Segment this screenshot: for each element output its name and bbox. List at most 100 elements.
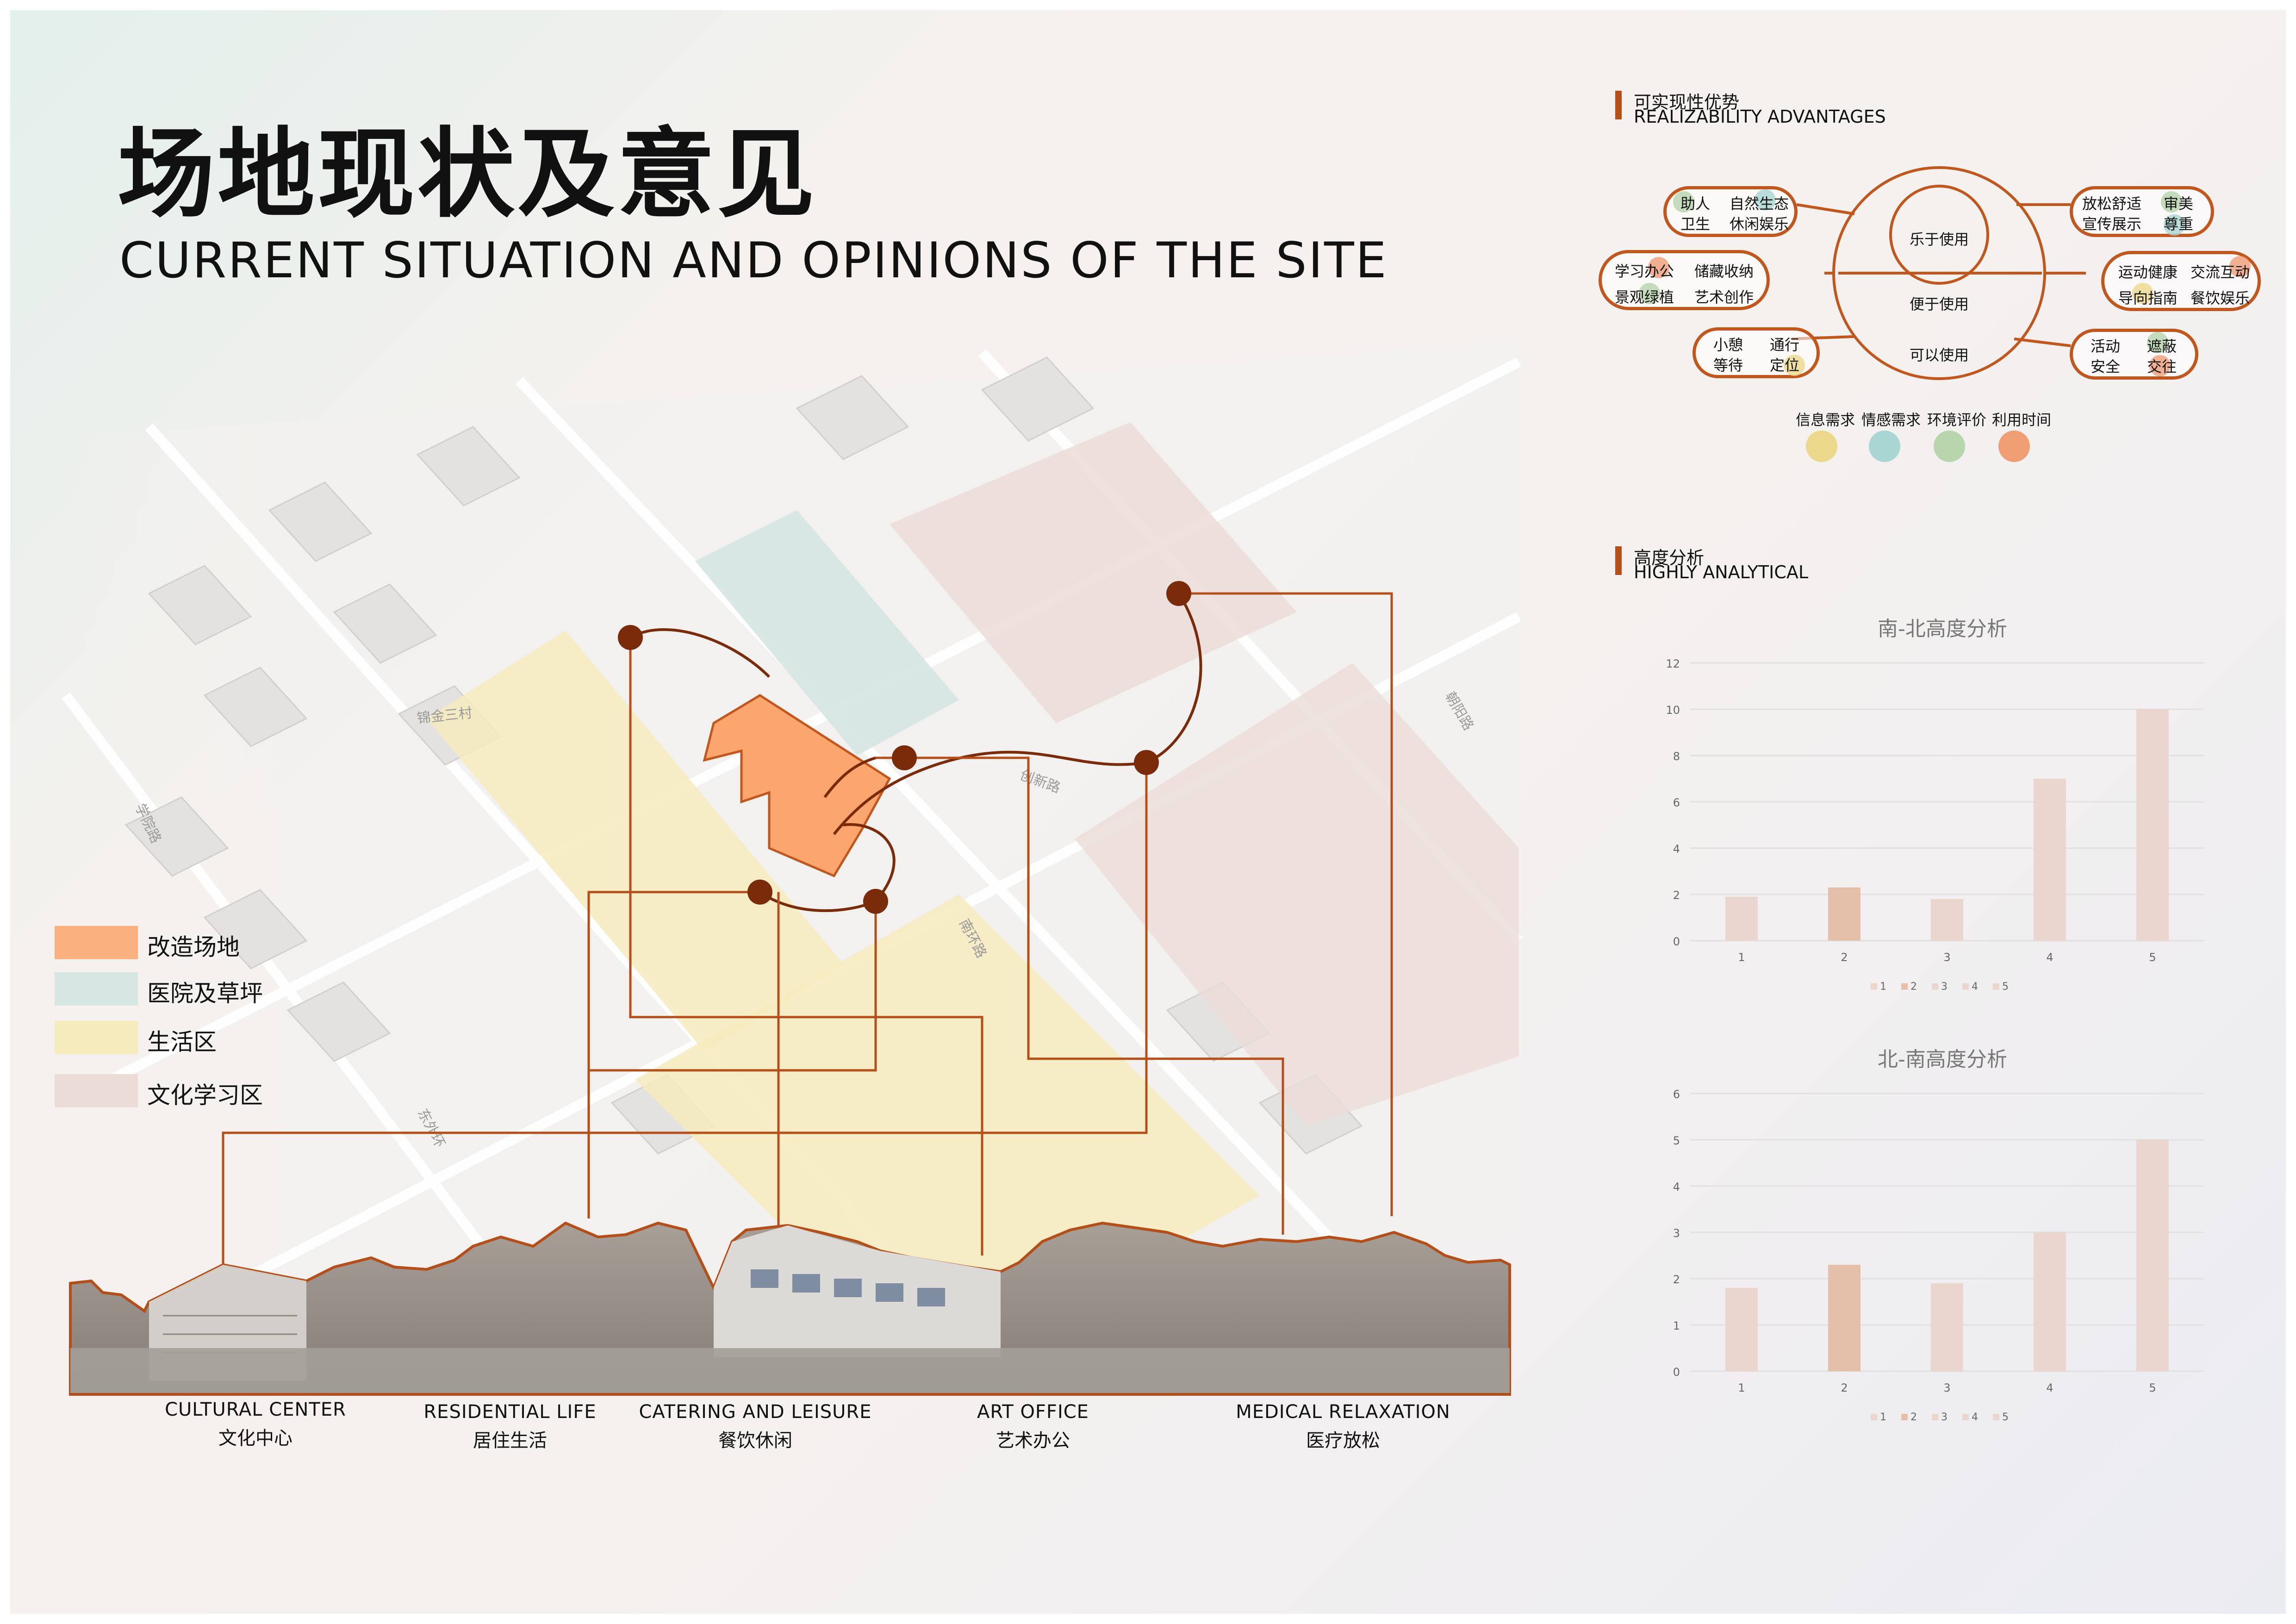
zone-culture-east <box>1075 663 1519 1126</box>
pill-right-3: 活动 遮蔽 安全 交往 <box>2070 329 2198 380</box>
heading-en: REALIZABILITY ADVANTAGES <box>1634 106 1886 127</box>
street-panorama <box>69 1221 1511 1396</box>
y-tick-label: 2 <box>1673 889 1680 902</box>
legend-item: 生活区 <box>55 1017 425 1059</box>
legend-label: 改造场地 <box>147 934 240 961</box>
ring-label: 便于使用 <box>1909 295 1969 313</box>
connector-line <box>629 637 983 1255</box>
caption-residential-life: RESIDENTIAL LIFE 居住生活 <box>367 1401 653 1452</box>
chart-title: 南-北高度分析 <box>1878 617 2007 641</box>
y-tick-label: 0 <box>1673 1366 1680 1379</box>
needs-legend-label: 情感需求 <box>1861 411 1921 429</box>
legend-swatch <box>1993 1414 1999 1420</box>
caption-catering-leisure: CATERING AND LEISURE 餐饮休闲 <box>612 1401 899 1452</box>
ring-diagram <box>1792 166 2086 380</box>
legend-item: 改造场地 <box>55 922 425 964</box>
pill-word: 放松舒适 <box>2082 195 2142 212</box>
node-dot <box>747 880 772 905</box>
connection-curve <box>629 628 771 678</box>
x-tick-label: 3 <box>1943 1381 1950 1394</box>
bar-4 <box>2034 1232 2066 1371</box>
legend-swatch <box>1871 983 1877 990</box>
zone-hospital-lawn <box>695 510 959 756</box>
pill-word: 尊重 <box>2164 215 2194 233</box>
y-tick-label: 6 <box>1673 1088 1680 1101</box>
pill-word: 遮蔽 <box>2147 337 2177 355</box>
legend-swatch <box>1932 983 1938 990</box>
pill-word: 卫生 <box>1680 215 1711 233</box>
pill-right-2: 运动健康 交流互动 导向指南 餐饮娱乐 <box>2101 251 2261 311</box>
legend-item: 文化学习区 <box>55 1070 425 1112</box>
connector-line <box>876 756 1284 1235</box>
legend-swatch <box>1932 1414 1938 1420</box>
legend-label: 1 <box>1880 981 1886 993</box>
pill-left-1: 助人 自然生态 卫生 休闲娱乐 <box>1663 186 1798 237</box>
connection-curve <box>823 756 876 798</box>
pill-word: 自然生态 <box>1730 195 1789 212</box>
y-tick-label: 3 <box>1673 1227 1680 1240</box>
legend-label: 1 <box>1880 1412 1886 1423</box>
legend-swatch <box>1901 983 1908 990</box>
legend-label: 2 <box>1910 1412 1917 1423</box>
pill-word: 通行 <box>1770 336 1800 354</box>
caption-en: CATERING AND LEISURE <box>639 1401 872 1423</box>
legend-swatch <box>1993 983 1999 990</box>
renovation-site-building <box>703 694 891 878</box>
x-tick-label: 5 <box>2149 1381 2156 1394</box>
legend-label: 2 <box>1910 981 1917 993</box>
pill-word: 导向指南 <box>2118 289 2178 307</box>
legend-label: 3 <box>1941 981 1948 993</box>
ring-label: 乐于使用 <box>1909 231 1969 248</box>
caption-cn: 餐饮休闲 <box>718 1430 792 1451</box>
need-dot-icon <box>1673 191 1694 212</box>
node-dot <box>618 625 643 650</box>
caption-en: CULTURAL CENTER <box>165 1399 346 1420</box>
legend-label: 文化学习区 <box>147 1082 263 1109</box>
zone-culture-north <box>890 422 1297 723</box>
need-dot-icon <box>2132 283 2153 304</box>
pill-word: 活动 <box>2091 337 2121 355</box>
bar-3 <box>1931 1283 1963 1371</box>
need-dot-icon <box>1648 257 1669 278</box>
legend-label: 生活区 <box>147 1029 217 1056</box>
pill-word: 等待 <box>1713 356 1743 374</box>
bar-2 <box>1828 887 1860 941</box>
caption-cn: 艺术办公 <box>996 1430 1070 1451</box>
pill-word: 休闲娱乐 <box>1730 215 1789 233</box>
x-tick-label: 4 <box>2046 951 2053 964</box>
node-dot <box>892 745 917 770</box>
page-title: 场地现状及意见 <box>118 118 818 231</box>
caption-cn: 文化中心 <box>218 1428 292 1449</box>
poster-board: 场地现状及意见 CURRENT SITUATION AND OPINIONS O… <box>10 10 2286 1614</box>
bar-4 <box>2034 779 2066 941</box>
pill-word: 审美 <box>2164 195 2194 212</box>
need-dot-icon <box>1784 355 1805 376</box>
pill-word: 学习办公 <box>1615 262 1674 280</box>
connector-line <box>587 891 760 1117</box>
yellow-swatch-icon <box>55 1021 138 1054</box>
bar-3 <box>1931 899 1963 941</box>
pill-word: 宣传展示 <box>2082 215 2142 233</box>
needs-legend-label: 环境评价 <box>1927 411 1987 429</box>
legend-swatch <box>1871 1414 1877 1420</box>
heading-cn: 高度分析 <box>1634 548 1705 568</box>
x-tick-label: 5 <box>2149 951 2156 964</box>
legend-label: 4 <box>1972 981 1978 993</box>
pill-word: 助人 <box>1680 195 1711 212</box>
node-dot <box>1166 581 1191 606</box>
caption-cn: 居住生活 <box>473 1430 547 1451</box>
pill-word: 小憩 <box>1713 336 1743 354</box>
connection-curve <box>843 823 896 902</box>
x-tick-label: 1 <box>1738 1381 1745 1394</box>
heading-bar-icon <box>1615 546 1622 575</box>
legend-item: 医院及草坪 <box>55 968 425 1010</box>
legend-label: 5 <box>2002 1412 2009 1423</box>
orange-swatch-icon <box>55 926 138 959</box>
needs-legend-label: 信息需求 <box>1796 411 1855 429</box>
map-base: 锦金三村 创新路 朝阳路 学院路 南环路 东外环 <box>62 344 1523 1380</box>
needs-legend-label: 利用时间 <box>1992 411 2052 429</box>
legend-label: 3 <box>1941 1412 1948 1423</box>
pill-word: 定位 <box>1770 356 1800 374</box>
